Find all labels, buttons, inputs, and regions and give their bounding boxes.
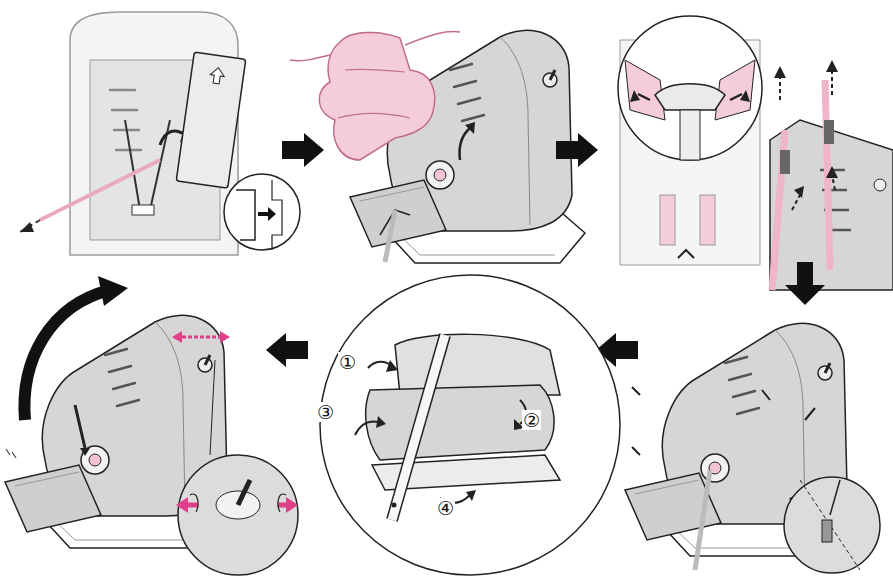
callout-number: ① <box>338 352 357 372</box>
callout-number: ② <box>522 410 541 430</box>
callout-number: ④ <box>436 498 455 518</box>
callout-number: ③ <box>316 402 335 422</box>
